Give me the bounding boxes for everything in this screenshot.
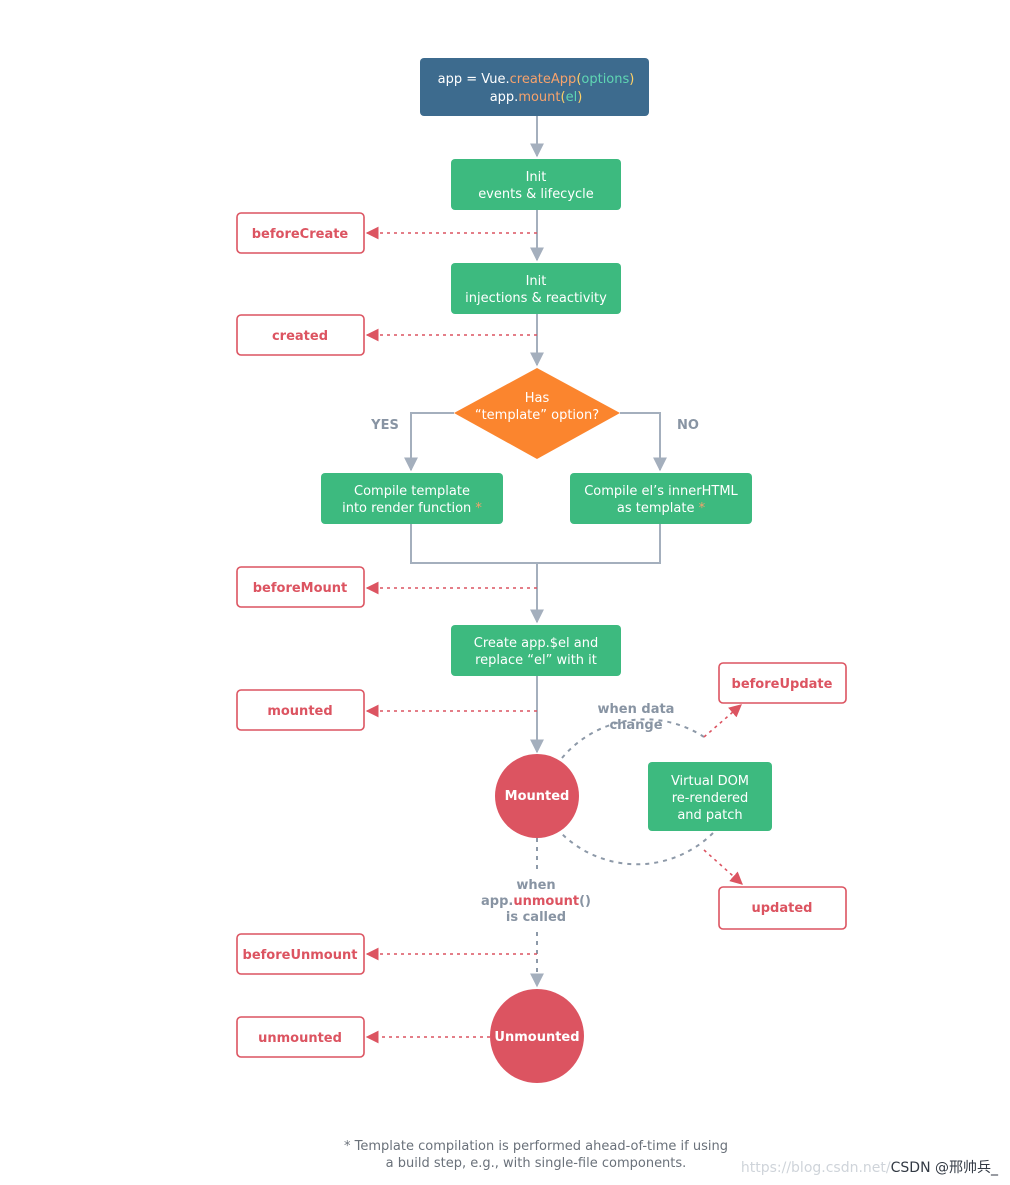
create-el-line1: Create app.$el and	[474, 636, 598, 651]
init-injections-line2: injections & reactivity	[465, 291, 607, 306]
svg-text:as template *: as template *	[617, 501, 706, 516]
mounted-state-circle: Mounted	[495, 754, 579, 838]
init-injections-node: Init injections & reactivity	[451, 263, 621, 314]
hook-mounted: mounted	[236, 689, 365, 731]
virtual-dom-node: Virtual DOM re-rendered and patch	[648, 762, 772, 831]
hook-before-mount-label: beforeMount	[253, 581, 348, 596]
start-line1-prefix: app = Vue.	[438, 72, 510, 87]
compile-innerhtml-line2: as template	[617, 501, 695, 516]
branch-label-no: NO	[677, 418, 699, 433]
svg-text:app = Vue.createApp(options): app = Vue.createApp(options)	[438, 72, 635, 87]
compile-innerhtml-node: Compile el’s innerHTML as template *	[570, 473, 752, 524]
init-injections-line1: Init	[526, 274, 547, 289]
hook-before-create-label: beforeCreate	[252, 227, 349, 242]
update-loop-arc-bottom	[561, 832, 714, 866]
start-options-arg: options	[581, 72, 629, 87]
start-line2-close-paren: )	[577, 90, 582, 105]
edge-compile-merge	[410, 524, 661, 564]
hook-before-update: beforeUpdate	[718, 662, 847, 704]
hook-before-create: beforeCreate	[236, 212, 365, 254]
hook-before-unmount-label: beforeUnmount	[243, 948, 358, 963]
unmounted-state-circle: Unmounted	[490, 989, 584, 1083]
compile-template-line1: Compile template	[354, 484, 470, 499]
mounted-circle-label: Mounted	[505, 789, 570, 804]
footnote-line2: a build step, e.g., with single-file com…	[386, 1156, 687, 1171]
svg-text:app.mount(el): app.mount(el)	[490, 90, 583, 105]
template-decision-node: Has “template” option?	[454, 368, 620, 459]
hook-before-update-label: beforeUpdate	[732, 677, 833, 692]
watermark: https://blog.csdn.net/CSDN @邢帅兵_	[741, 1157, 998, 1177]
svg-text:app.unmount(): app.unmount()	[481, 894, 591, 909]
edge-decision-yes	[404, 412, 454, 472]
hook-created: created	[236, 314, 365, 356]
create-el-node: Create app.$el and replace “el” with it	[451, 625, 621, 676]
hook-mounted-label: mounted	[267, 704, 332, 719]
init-events-node: Init events & lifecycle	[451, 159, 621, 210]
branch-label-yes: YES	[370, 418, 399, 433]
hook-updated: updated	[718, 886, 847, 930]
hook-unmounted: unmounted	[236, 1016, 365, 1058]
compile-template-node: Compile template into render function *	[321, 473, 503, 524]
start-line2-prefix: app.	[490, 90, 519, 105]
init-events-line2: events & lifecycle	[478, 187, 594, 202]
hook-arrow-updated	[703, 849, 743, 885]
compile-innerhtml-line1: Compile el’s innerHTML	[584, 484, 738, 499]
watermark-url: https://blog.csdn.net/	[740, 1160, 891, 1176]
unmount-label-line3: is called	[506, 910, 566, 925]
hook-before-unmount: beforeUnmount	[236, 933, 365, 975]
create-el-line2: replace “el” with it	[475, 653, 597, 668]
hook-unmounted-label: unmounted	[258, 1031, 342, 1046]
edge-decision-no	[620, 412, 667, 472]
start-el-arg: el	[566, 90, 578, 105]
compile-innerhtml-asterisk: *	[699, 501, 706, 516]
virtual-dom-line3: and patch	[677, 808, 742, 823]
start-line2-open-paren: (	[561, 90, 566, 105]
update-loop-arc-top	[561, 718, 705, 759]
compile-template-line2: into render function	[342, 501, 471, 516]
hook-created-label: created	[272, 329, 328, 344]
hook-before-mount: beforeMount	[236, 566, 365, 608]
watermark-brand: CSDN @邢帅兵_	[890, 1160, 998, 1176]
decision-line1: Has	[525, 391, 550, 406]
hook-arrow-before-update	[703, 704, 742, 738]
virtual-dom-line2: re-rendered	[672, 791, 749, 806]
decision-line2: “template” option?	[475, 408, 599, 423]
svg-text:into render function *: into render function *	[342, 501, 482, 516]
unmount-label-fn: unmount	[513, 894, 579, 909]
virtual-dom-line1: Virtual DOM	[671, 774, 749, 789]
init-events-line1: Init	[526, 170, 547, 185]
start-create-app-fn: createApp	[510, 72, 577, 87]
unmount-label-app: app.	[481, 894, 513, 909]
start-line1-close-paren: )	[629, 72, 634, 87]
loop-label-line1: when data	[598, 702, 675, 717]
start-line1-open-paren: (	[576, 72, 581, 87]
unmount-label-line1: when	[516, 878, 555, 893]
footnote-line1: * Template compilation is performed ahea…	[344, 1139, 728, 1154]
hook-updated-label: updated	[752, 901, 813, 916]
compile-template-asterisk: *	[475, 501, 482, 516]
start-mount-fn: mount	[518, 90, 560, 105]
unmounted-circle-label: Unmounted	[494, 1030, 579, 1045]
unmount-label-parens: ()	[579, 894, 591, 909]
start-node: app = Vue.createApp(options) app.mount(e…	[420, 58, 649, 116]
loop-label-line2: change	[609, 718, 662, 733]
